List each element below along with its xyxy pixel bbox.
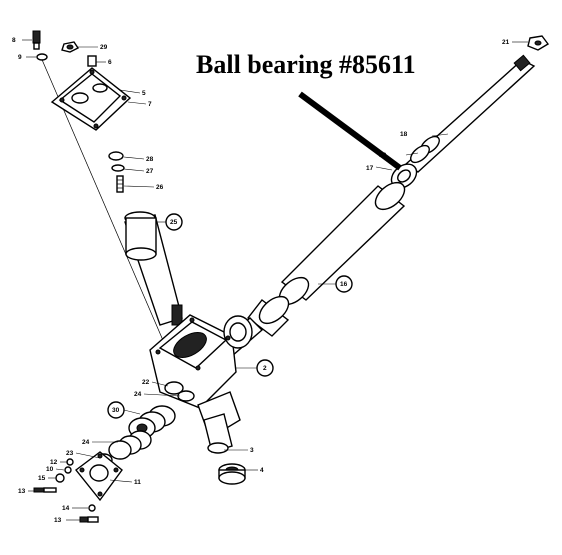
leader-lines — [22, 39, 528, 521]
ball-bearing-part-17 — [390, 163, 418, 189]
part-label-26: 26 — [156, 184, 164, 191]
pitman-arm-part-3 — [203, 413, 233, 454]
part-label-24-lower: 24 — [82, 439, 90, 446]
nut-part-29 — [61, 41, 80, 53]
part-label-2: 2 — [263, 365, 267, 372]
part-label-8: 8 — [12, 37, 16, 44]
part-label-9: 9 — [18, 54, 22, 61]
ring-part-27 — [111, 164, 125, 172]
part-label-6: 6 — [108, 59, 112, 66]
worm-bearing-part-24-lower — [108, 430, 152, 460]
part-label-28: 28 — [146, 156, 154, 163]
part-label-27: 27 — [146, 168, 154, 175]
part-label-5: 5 — [142, 90, 146, 97]
part-label-15: 15 — [38, 475, 46, 482]
bearing-collar-part-19 — [410, 135, 440, 164]
part-label-3: 3 — [250, 447, 254, 454]
stud-part-6 — [87, 55, 97, 67]
part-label-29: 29 — [100, 44, 108, 51]
part-label-19: 19 — [379, 152, 387, 159]
sector-shaft-part-25 — [124, 211, 183, 326]
part-label-7: 7 — [148, 101, 152, 108]
bearing-part-30 — [128, 405, 176, 439]
part-label-25: 25 — [170, 219, 178, 226]
washer-part-10 — [64, 466, 72, 474]
side-cover-part-5 — [50, 67, 132, 131]
bolt-part-13-upper — [33, 487, 57, 493]
screw-part-26 — [116, 175, 124, 193]
callout-arrow — [298, 91, 402, 171]
part-label-12: 12 — [50, 459, 58, 466]
part-number-labels: 8 9 29 6 5 7 28 27 26 25 21 18 19 17 16 … — [12, 37, 510, 524]
part-label-14: 14 — [62, 505, 70, 512]
part-label-13-upper: 13 — [18, 488, 26, 495]
part-label-30: 30 — [112, 407, 120, 414]
part-label-21: 21 — [502, 39, 510, 46]
seal-part-22 — [164, 381, 184, 395]
part-label-23: 23 — [66, 450, 74, 457]
washer-part-15 — [55, 473, 65, 483]
washer-part-9 — [36, 53, 48, 61]
washer-part-28 — [108, 151, 124, 161]
part-label-10: 10 — [46, 466, 54, 473]
part-label-18: 18 — [400, 131, 408, 138]
end-cover-part-11 — [75, 451, 123, 502]
steering-tube-part-16 — [247, 181, 406, 337]
bolt-part-8 — [32, 30, 41, 50]
part-label-17: 17 — [366, 165, 374, 172]
part-label-13-lower: 13 — [54, 517, 62, 524]
race-part-24-upper — [177, 390, 195, 402]
part-label-16: 16 — [340, 281, 348, 288]
part-label-11: 11 — [134, 479, 141, 486]
nut-part-21 — [527, 35, 550, 51]
bolt-part-13-lower — [79, 516, 99, 523]
ball-bearing-callout-text: Ball bearing #85611 — [196, 50, 416, 79]
part-label-24-upper: 24 — [134, 391, 142, 398]
part-label-4: 4 — [260, 467, 264, 474]
nut-part-4 — [218, 463, 246, 485]
washer-part-14 — [88, 504, 96, 512]
part-label-22: 22 — [142, 379, 150, 386]
